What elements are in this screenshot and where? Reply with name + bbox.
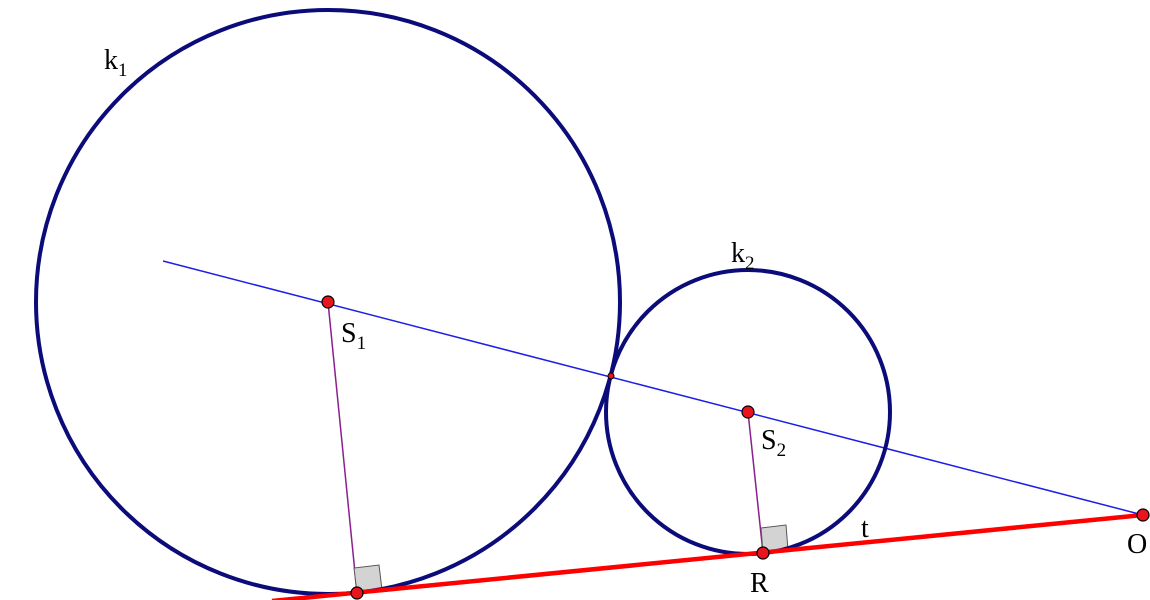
label-k1: k1 bbox=[104, 45, 128, 81]
point-r bbox=[756, 546, 770, 560]
point-o bbox=[1136, 508, 1150, 522]
label-s1: S1 bbox=[341, 318, 366, 354]
label-t: t bbox=[861, 513, 869, 544]
point-s2 bbox=[741, 405, 755, 419]
label-o: O bbox=[1127, 529, 1147, 560]
point-s1 bbox=[321, 295, 335, 309]
label-r: R bbox=[750, 568, 769, 599]
label-k2: k2 bbox=[731, 238, 755, 274]
radius-s2-to-r bbox=[747, 411, 764, 554]
radius-s1-to-tangent-point bbox=[327, 301, 358, 594]
point-touching bbox=[607, 372, 615, 380]
center-line bbox=[162, 260, 1144, 516]
point-tangent-k1 bbox=[350, 586, 364, 600]
label-s2: S2 bbox=[761, 425, 786, 461]
tangent-line-t bbox=[271, 512, 1144, 600]
